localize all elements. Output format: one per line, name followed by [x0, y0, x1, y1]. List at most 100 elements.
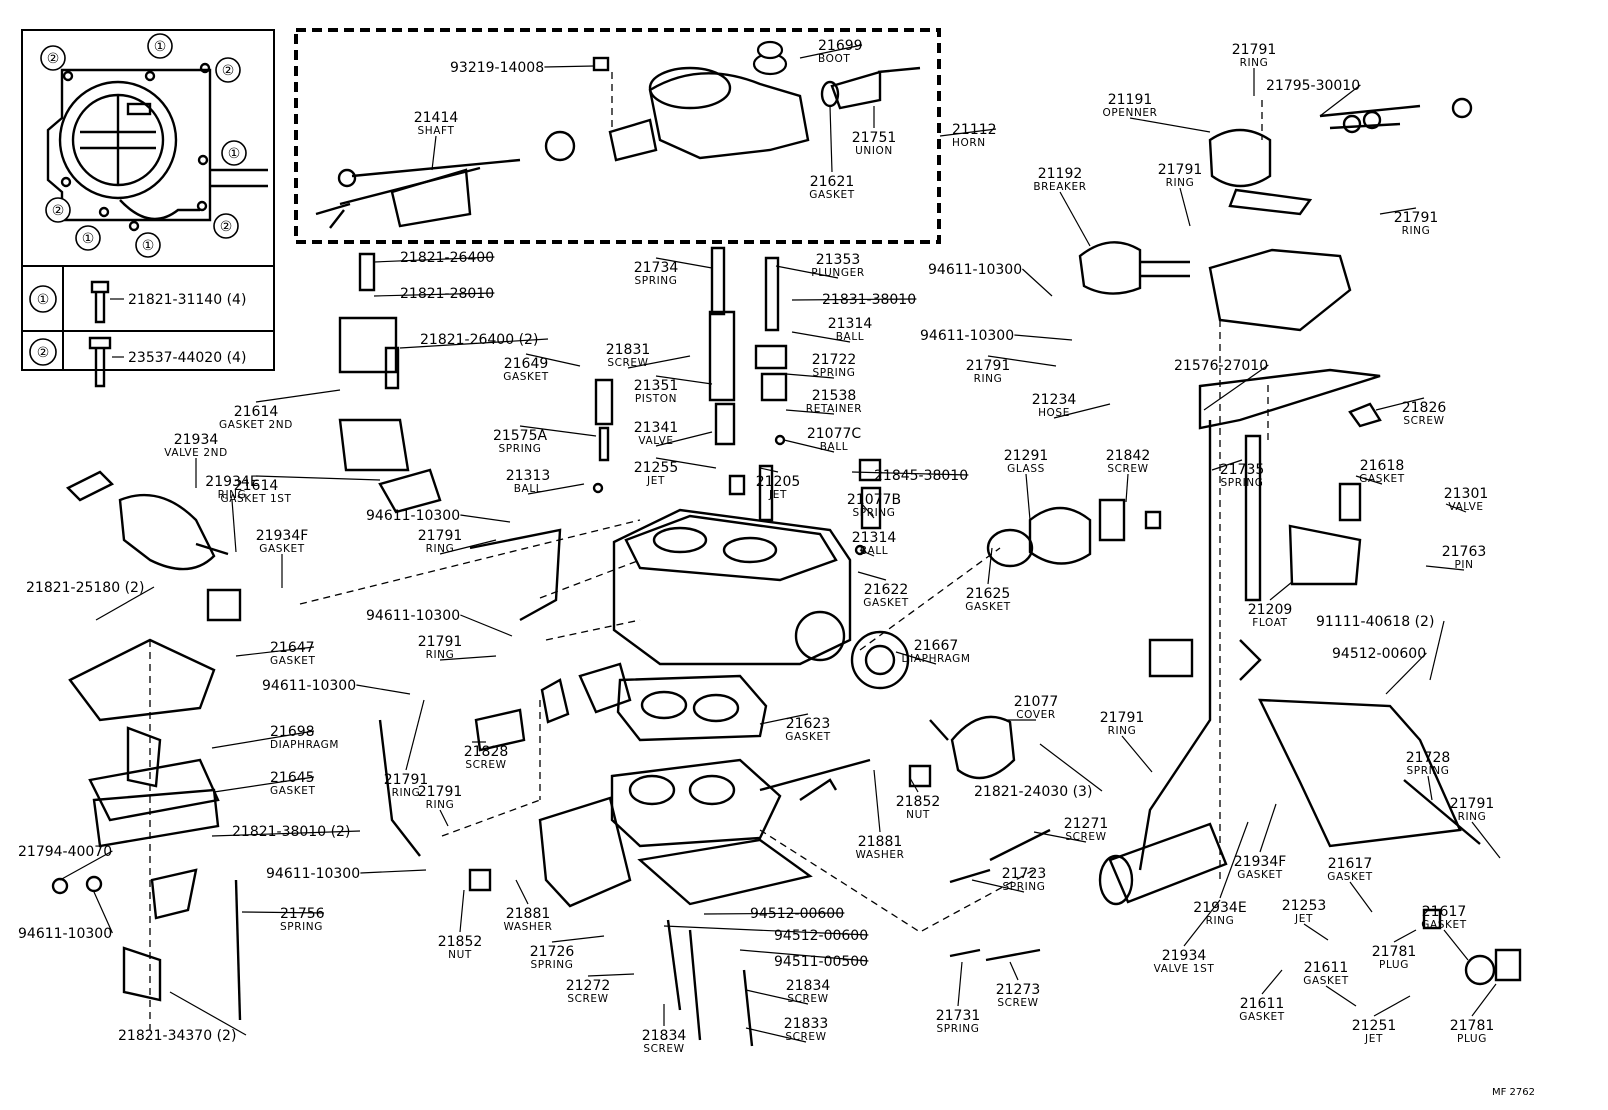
leader-line: [1349, 881, 1373, 913]
callout: 93219-14008: [450, 60, 595, 76]
part-number: 94511-00500: [774, 954, 868, 970]
part-name: GASKET: [270, 655, 316, 667]
part-number: 21881: [506, 906, 551, 922]
callout: 21831-38010: [791, 292, 917, 308]
leader-line: [373, 256, 495, 263]
part-number: 21826: [1402, 400, 1447, 416]
marker-1: ①: [228, 146, 241, 162]
part-name: VALVE: [1448, 501, 1483, 513]
part-name: VALVE 1ST: [1154, 963, 1215, 975]
leader-line: [231, 499, 237, 553]
part-number: 21647: [270, 640, 315, 656]
part-number: 21791: [384, 772, 429, 788]
leader-line: [460, 614, 513, 637]
leader-line: [1269, 581, 1293, 601]
callout: 94512-00600: [1332, 646, 1427, 695]
part-name: RING: [392, 787, 421, 799]
callout: 21845-38010: [851, 468, 969, 484]
marker-1: ①: [82, 231, 95, 247]
leader-line: [759, 713, 809, 725]
svg-text:①: ①: [37, 292, 50, 308]
leader-line: [1355, 475, 1383, 485]
leader-line: [971, 879, 1025, 893]
part-number: 21852: [896, 794, 941, 810]
leader-line: [1325, 985, 1357, 1007]
leader-line: [211, 730, 315, 749]
leader-line: [775, 265, 839, 279]
leader-line: [1303, 923, 1329, 941]
callout: 94611-10300: [366, 608, 513, 637]
part-name: RING: [1108, 725, 1137, 737]
part-number: 21728: [1406, 750, 1451, 766]
part-name: SCREW: [1107, 463, 1148, 475]
leader-line: [1039, 743, 1103, 792]
leader-line: [663, 925, 869, 936]
part-name: SPRING: [280, 921, 323, 933]
leader-line: [857, 571, 887, 581]
leader-line: [544, 65, 595, 68]
part-name: NUT: [448, 949, 472, 961]
leader-line: [519, 425, 597, 437]
part-number: 91111-40618 (2): [1316, 614, 1434, 630]
part-name: SPRING: [937, 1023, 980, 1035]
leader-line: [655, 457, 717, 469]
part-number: 21821-38010 (2): [232, 824, 350, 840]
leader-line: [1261, 969, 1283, 995]
leader-line: [1033, 831, 1087, 843]
part-name: SPRING: [531, 959, 574, 971]
callout: 21795-30010: [1266, 78, 1361, 117]
leader-line: [987, 547, 993, 585]
part-name: DIAPHRAGM: [901, 653, 970, 665]
part-name: SCREW: [997, 997, 1038, 1009]
callout: 94511-00500: [739, 949, 869, 970]
part-number: 21625: [966, 586, 1011, 602]
carburetor-body: [538, 508, 1016, 908]
part-name: SCREW: [787, 993, 828, 1005]
part-number: 21828: [464, 744, 509, 760]
leader-line: [235, 646, 315, 657]
part-name: SCREW: [643, 1043, 684, 1055]
part-number: 21791: [1232, 42, 1277, 58]
leader-line: [799, 44, 863, 59]
part-number: 21821-26400: [400, 250, 494, 266]
leader-line: [1443, 929, 1469, 961]
leader-line: [987, 355, 1057, 367]
leader-line: [739, 949, 869, 962]
callout: 21821-25180 (2): [26, 580, 155, 621]
leader-line: [1373, 995, 1411, 1017]
part-number: 21351: [634, 378, 679, 394]
center-small-parts: [338, 246, 1262, 1047]
leader-line: [1053, 403, 1111, 419]
part-name: GASKET: [1303, 975, 1349, 987]
part-number: 21614: [234, 478, 279, 494]
part-number: 21842: [1106, 448, 1151, 464]
leader-line: [439, 539, 497, 555]
part-name: GASKET: [809, 189, 855, 201]
callout: 94611-10300: [928, 262, 1053, 297]
